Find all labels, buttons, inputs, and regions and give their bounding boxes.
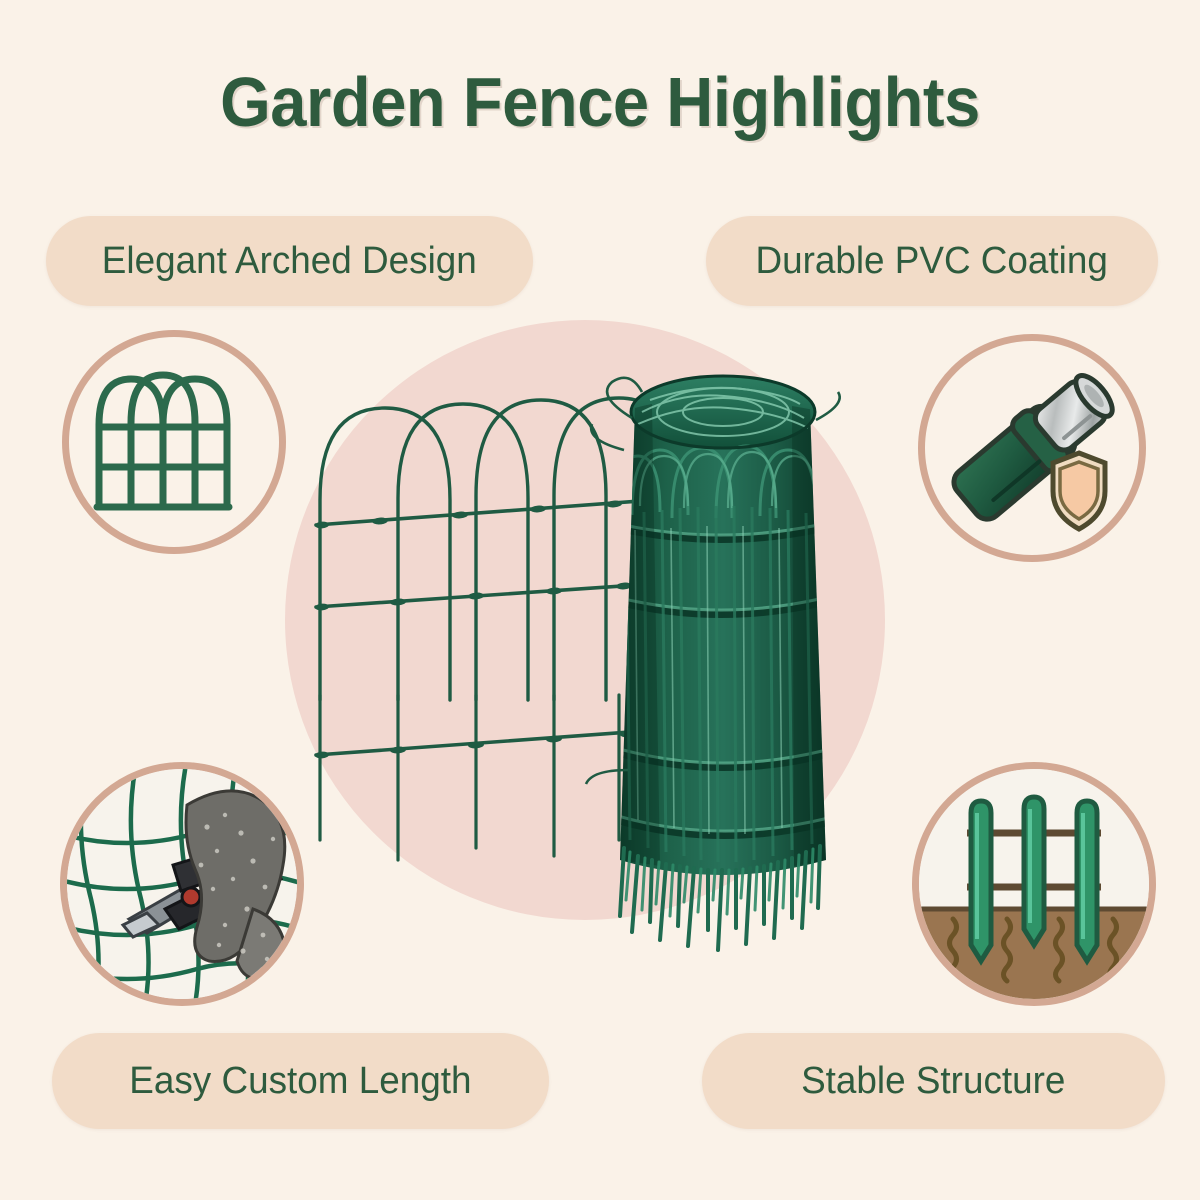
loose-wire-ends bbox=[584, 376, 841, 785]
roll-top-weave bbox=[637, 386, 809, 437]
pvc-coated-wire-shield-icon bbox=[918, 334, 1146, 562]
roll-fringe-secondary bbox=[624, 847, 815, 918]
fence-stakes-in-soil-icon bbox=[912, 762, 1156, 1006]
arched-fence-panel-icon bbox=[62, 330, 286, 554]
feature-label-text: Durable PVC Coating bbox=[755, 239, 1109, 282]
gloved-hand bbox=[184, 789, 287, 981]
product-illustration bbox=[314, 374, 841, 952]
roll-fringe bbox=[618, 844, 822, 952]
fence-roll bbox=[584, 374, 841, 952]
shield-icon bbox=[1050, 450, 1108, 532]
feature-label-custom-length[interactable]: Easy Custom Length bbox=[52, 1033, 549, 1129]
feature-label-arched-design[interactable]: Elegant Arched Design bbox=[46, 216, 533, 306]
feature-label-text: Easy Custom Length bbox=[129, 1059, 472, 1102]
page-title: Garden Fence Highlights bbox=[220, 63, 980, 141]
feature-label-text: Elegant Arched Design bbox=[102, 239, 477, 282]
feature-label-text: Stable Structure bbox=[801, 1059, 1066, 1102]
feature-label-stable-structure[interactable]: Stable Structure bbox=[702, 1033, 1165, 1129]
fence-stakes bbox=[968, 794, 1100, 966]
product-stage bbox=[280, 300, 900, 960]
gloved-hand-wire-cutter-icon bbox=[60, 762, 304, 1006]
feature-label-pvc-coating[interactable]: Durable PVC Coating bbox=[706, 216, 1158, 306]
